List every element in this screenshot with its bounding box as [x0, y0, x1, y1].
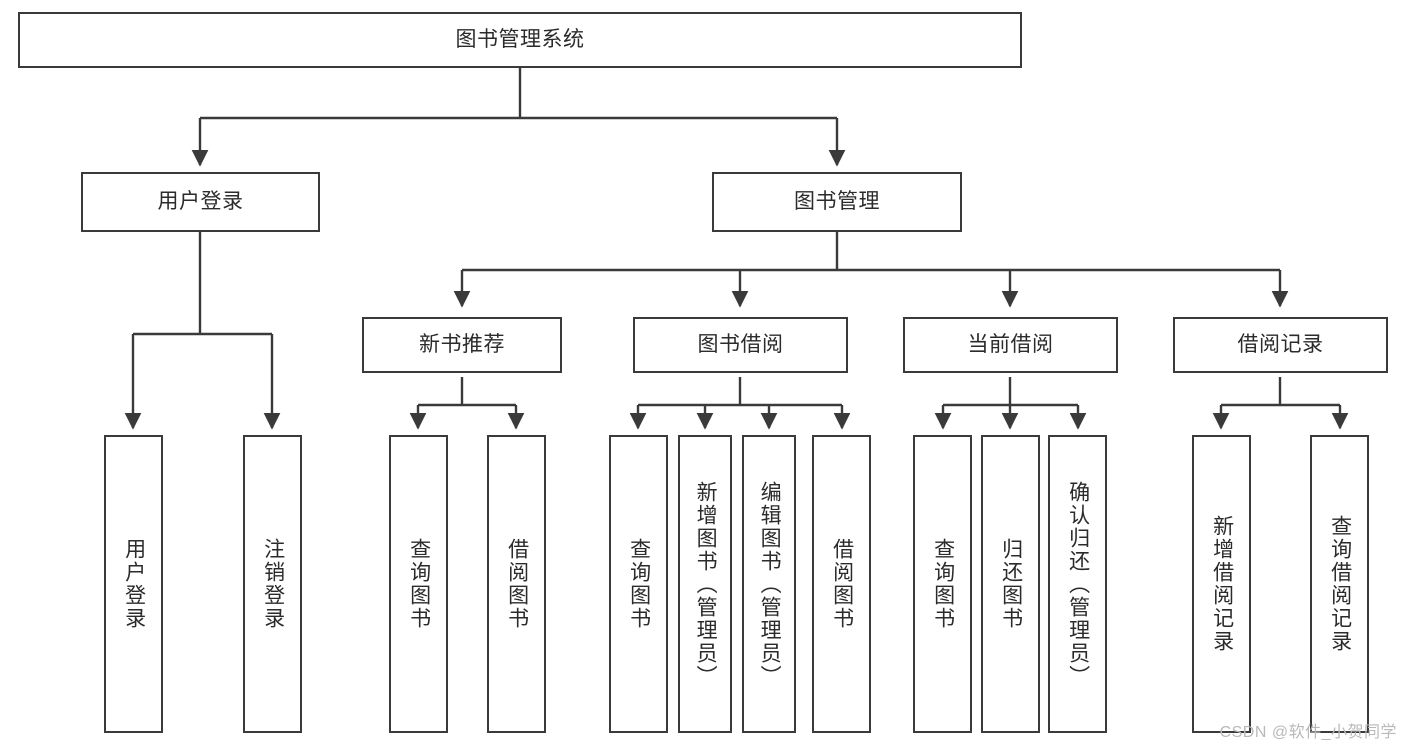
node-borrow-records[interactable]: 借阅记录: [1173, 317, 1388, 373]
leaf-user-login-label: 用户登录: [122, 538, 146, 630]
leaf-current-query-book-label: 查询图书: [931, 538, 955, 630]
leaf-new-book-borrow-label: 借阅图书: [505, 538, 529, 630]
node-borrow-records-label: 借阅记录: [1237, 333, 1324, 357]
node-book-borrow-label: 图书借阅: [697, 333, 784, 357]
leaf-user-login[interactable]: 用户登录: [104, 435, 163, 733]
node-new-book-recommend-label: 新书推荐: [419, 333, 505, 357]
leaf-add-borrow-record[interactable]: 新增借阅记录: [1192, 435, 1251, 733]
leaf-new-book-query-label: 查询图书: [407, 538, 431, 630]
node-root-label: 图书管理系统: [455, 28, 585, 52]
leaf-logout[interactable]: 注销登录: [243, 435, 302, 733]
node-user-login[interactable]: 用户登录: [81, 172, 320, 232]
leaf-borrow-query-book[interactable]: 查询图书: [609, 435, 668, 733]
leaf-edit-book-admin-label: 编辑图书（管理员）: [758, 480, 782, 688]
node-new-book-recommend[interactable]: 新书推荐: [362, 317, 562, 373]
leaf-add-book-admin-label: 新增图书（管理员）: [694, 480, 718, 688]
watermark: CSDN @软件_小贺同学: [1219, 724, 1397, 741]
node-root[interactable]: 图书管理系统: [18, 12, 1022, 68]
leaf-return-book-label: 归还图书: [999, 538, 1023, 630]
leaf-borrow-book-label: 借阅图书: [830, 538, 854, 630]
leaf-current-query-book[interactable]: 查询图书: [913, 435, 972, 733]
leaf-query-borrow-record-label: 查询借阅记录: [1328, 515, 1352, 653]
node-book-management[interactable]: 图书管理: [712, 172, 962, 232]
node-book-management-label: 图书管理: [794, 190, 880, 214]
node-current-borrow[interactable]: 当前借阅: [903, 317, 1118, 373]
leaf-new-book-query[interactable]: 查询图书: [389, 435, 448, 733]
leaf-borrow-book[interactable]: 借阅图书: [812, 435, 871, 733]
leaf-query-borrow-record[interactable]: 查询借阅记录: [1310, 435, 1369, 733]
leaf-edit-book-admin[interactable]: 编辑图书（管理员）: [742, 435, 796, 733]
node-user-login-label: 用户登录: [157, 190, 244, 214]
leaf-add-borrow-record-label: 新增借阅记录: [1210, 515, 1234, 653]
leaf-borrow-query-book-label: 查询图书: [627, 538, 651, 630]
node-book-borrow[interactable]: 图书借阅: [633, 317, 848, 373]
leaf-confirm-return-admin[interactable]: 确认归还（管理员）: [1048, 435, 1107, 733]
leaf-logout-label: 注销登录: [261, 538, 285, 630]
node-current-borrow-label: 当前借阅: [967, 333, 1054, 357]
leaf-confirm-return-admin-label: 确认归还（管理员）: [1066, 480, 1090, 688]
leaf-add-book-admin[interactable]: 新增图书（管理员）: [678, 435, 732, 733]
leaf-return-book[interactable]: 归还图书: [981, 435, 1040, 733]
leaf-new-book-borrow[interactable]: 借阅图书: [487, 435, 546, 733]
